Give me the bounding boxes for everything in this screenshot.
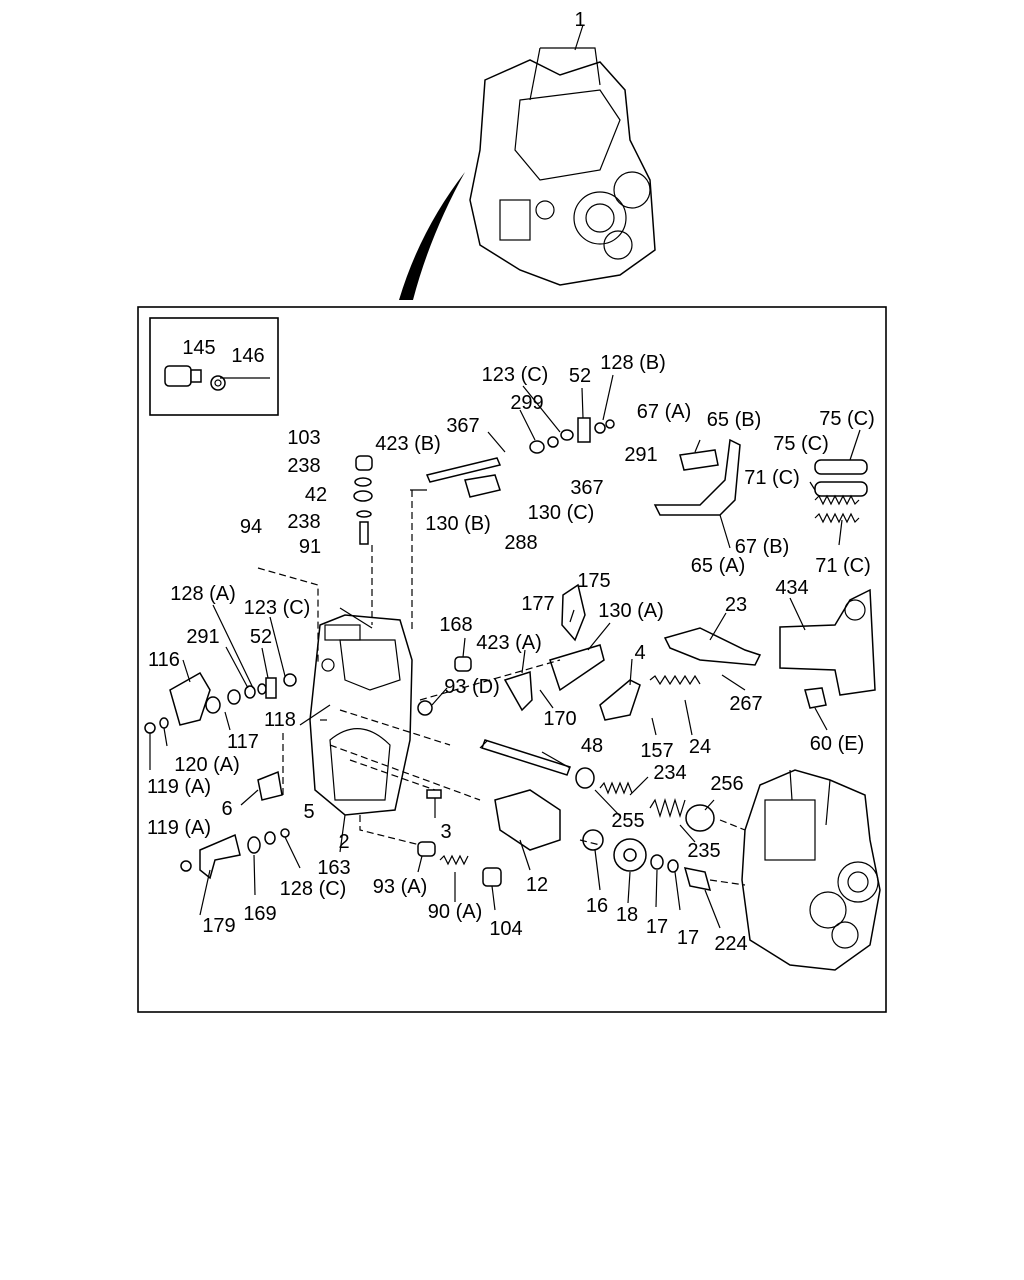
callout-177: 177 — [521, 593, 554, 615]
callout-256: 256 — [710, 773, 743, 795]
callout-255: 255 — [611, 810, 644, 832]
pump-housing-lower-right — [741, 769, 881, 971]
callout-116: 116 — [148, 649, 180, 671]
callout-93a: 93 (A) — [373, 876, 427, 898]
callout-145: 145 — [182, 337, 215, 359]
callout-103: 103 — [287, 427, 320, 449]
callout-52-mid: 52 — [250, 626, 272, 648]
callout-179: 179 — [202, 915, 235, 937]
callout-104: 104 — [489, 918, 522, 940]
callout-367-a: 367 — [446, 415, 479, 437]
callout-288: 288 — [504, 532, 537, 554]
callout-5: 5 — [303, 801, 314, 823]
callout-130c: 130 (C) — [528, 502, 595, 524]
arrow-to-detail — [399, 172, 465, 300]
injection-pump-assembly-top — [469, 24, 656, 286]
callout-238-b: 238 — [287, 511, 320, 533]
callout-123c-mid: 123 (C) — [244, 597, 311, 619]
callout-299: 299 — [510, 392, 543, 414]
callout-170: 170 — [543, 708, 576, 730]
callout-93d: 93 (D) — [444, 676, 500, 698]
callout-91: 91 — [299, 536, 321, 558]
callout-17-b: 17 — [677, 927, 699, 949]
parts-center-cluster — [417, 583, 876, 721]
callout-75c-b: 75 (C) — [773, 433, 829, 455]
callout-117: 117 — [227, 731, 259, 753]
parts-lower-cluster — [417, 767, 715, 891]
callout-3: 3 — [440, 821, 451, 843]
governor-housing — [309, 614, 413, 816]
callout-65b: 65 (B) — [707, 409, 761, 431]
callout-128b: 128 (B) — [600, 352, 666, 374]
callout-128a: 128 (A) — [170, 583, 236, 605]
callout-12: 12 — [526, 874, 548, 896]
callout-65a: 65 (A) — [691, 555, 745, 577]
callout-130b: 130 (B) — [425, 513, 491, 535]
detail-frame — [137, 306, 887, 1013]
callout-6: 6 — [221, 798, 232, 820]
callout-235: 235 — [687, 840, 720, 862]
callout-169: 169 — [243, 903, 276, 925]
inset-box — [149, 317, 279, 416]
callout-267: 267 — [729, 693, 762, 715]
callout-123c-top: 123 (C) — [482, 364, 549, 386]
parts-top-cluster — [464, 417, 615, 498]
parts-shafts — [425, 457, 571, 776]
callout-60e: 60 (E) — [810, 733, 864, 755]
callout-52-top: 52 — [569, 365, 591, 387]
callout-175: 175 — [577, 570, 610, 592]
callout-2: 2 — [338, 831, 349, 853]
parts-stack-left — [353, 455, 373, 545]
callout-94: 94 — [240, 516, 262, 538]
callout-75c-a: 75 (C) — [819, 408, 875, 430]
callout-18: 18 — [616, 904, 638, 926]
callout-423a: 423 (A) — [476, 632, 542, 654]
callout-labels: 1 145 146 123 (C) 52 128 (B) 299 367 367… — [147, 9, 875, 955]
callout-146: 146 — [231, 345, 264, 367]
callout-163: 163 — [317, 857, 350, 879]
callout-67a: 67 (A) — [637, 401, 691, 423]
callout-67b: 67 (B) — [735, 536, 789, 558]
callout-42: 42 — [305, 484, 327, 506]
callout-119a-a: 119 (A) — [147, 776, 211, 798]
callout-1: 1 — [574, 9, 585, 31]
callout-17-a: 17 — [646, 916, 668, 938]
callout-168: 168 — [439, 614, 472, 636]
callout-48: 48 — [581, 735, 603, 757]
parts-lever-65 — [653, 438, 868, 524]
leader-lines — [149, 374, 861, 929]
callout-157: 157 — [640, 740, 673, 762]
callout-291-mid: 291 — [186, 626, 219, 648]
callout-128c: 128 (C) — [280, 878, 347, 900]
callout-367-b: 367 — [570, 477, 603, 499]
callout-4: 4 — [634, 642, 645, 664]
callout-120a: 120 (A) — [174, 754, 240, 776]
callout-234: 234 — [653, 762, 686, 784]
callout-224: 224 — [714, 933, 747, 955]
callout-423b: 423 (B) — [375, 433, 441, 455]
callout-23: 23 — [725, 594, 747, 616]
callout-119a-b: 119 (A) — [147, 817, 211, 839]
callout-291-top: 291 — [624, 444, 657, 466]
callout-16: 16 — [586, 895, 608, 917]
parts-left-cluster — [144, 671, 297, 880]
callout-71c-a: 71 (C) — [744, 467, 800, 489]
callout-90a: 90 (A) — [428, 901, 482, 923]
callout-71c-b: 71 (C) — [815, 555, 871, 577]
callout-24: 24 — [689, 736, 711, 758]
callout-238-a: 238 — [287, 455, 320, 477]
callout-130a: 130 (A) — [598, 600, 664, 622]
callout-118: 118 — [264, 709, 296, 731]
callout-434: 434 — [775, 577, 808, 599]
